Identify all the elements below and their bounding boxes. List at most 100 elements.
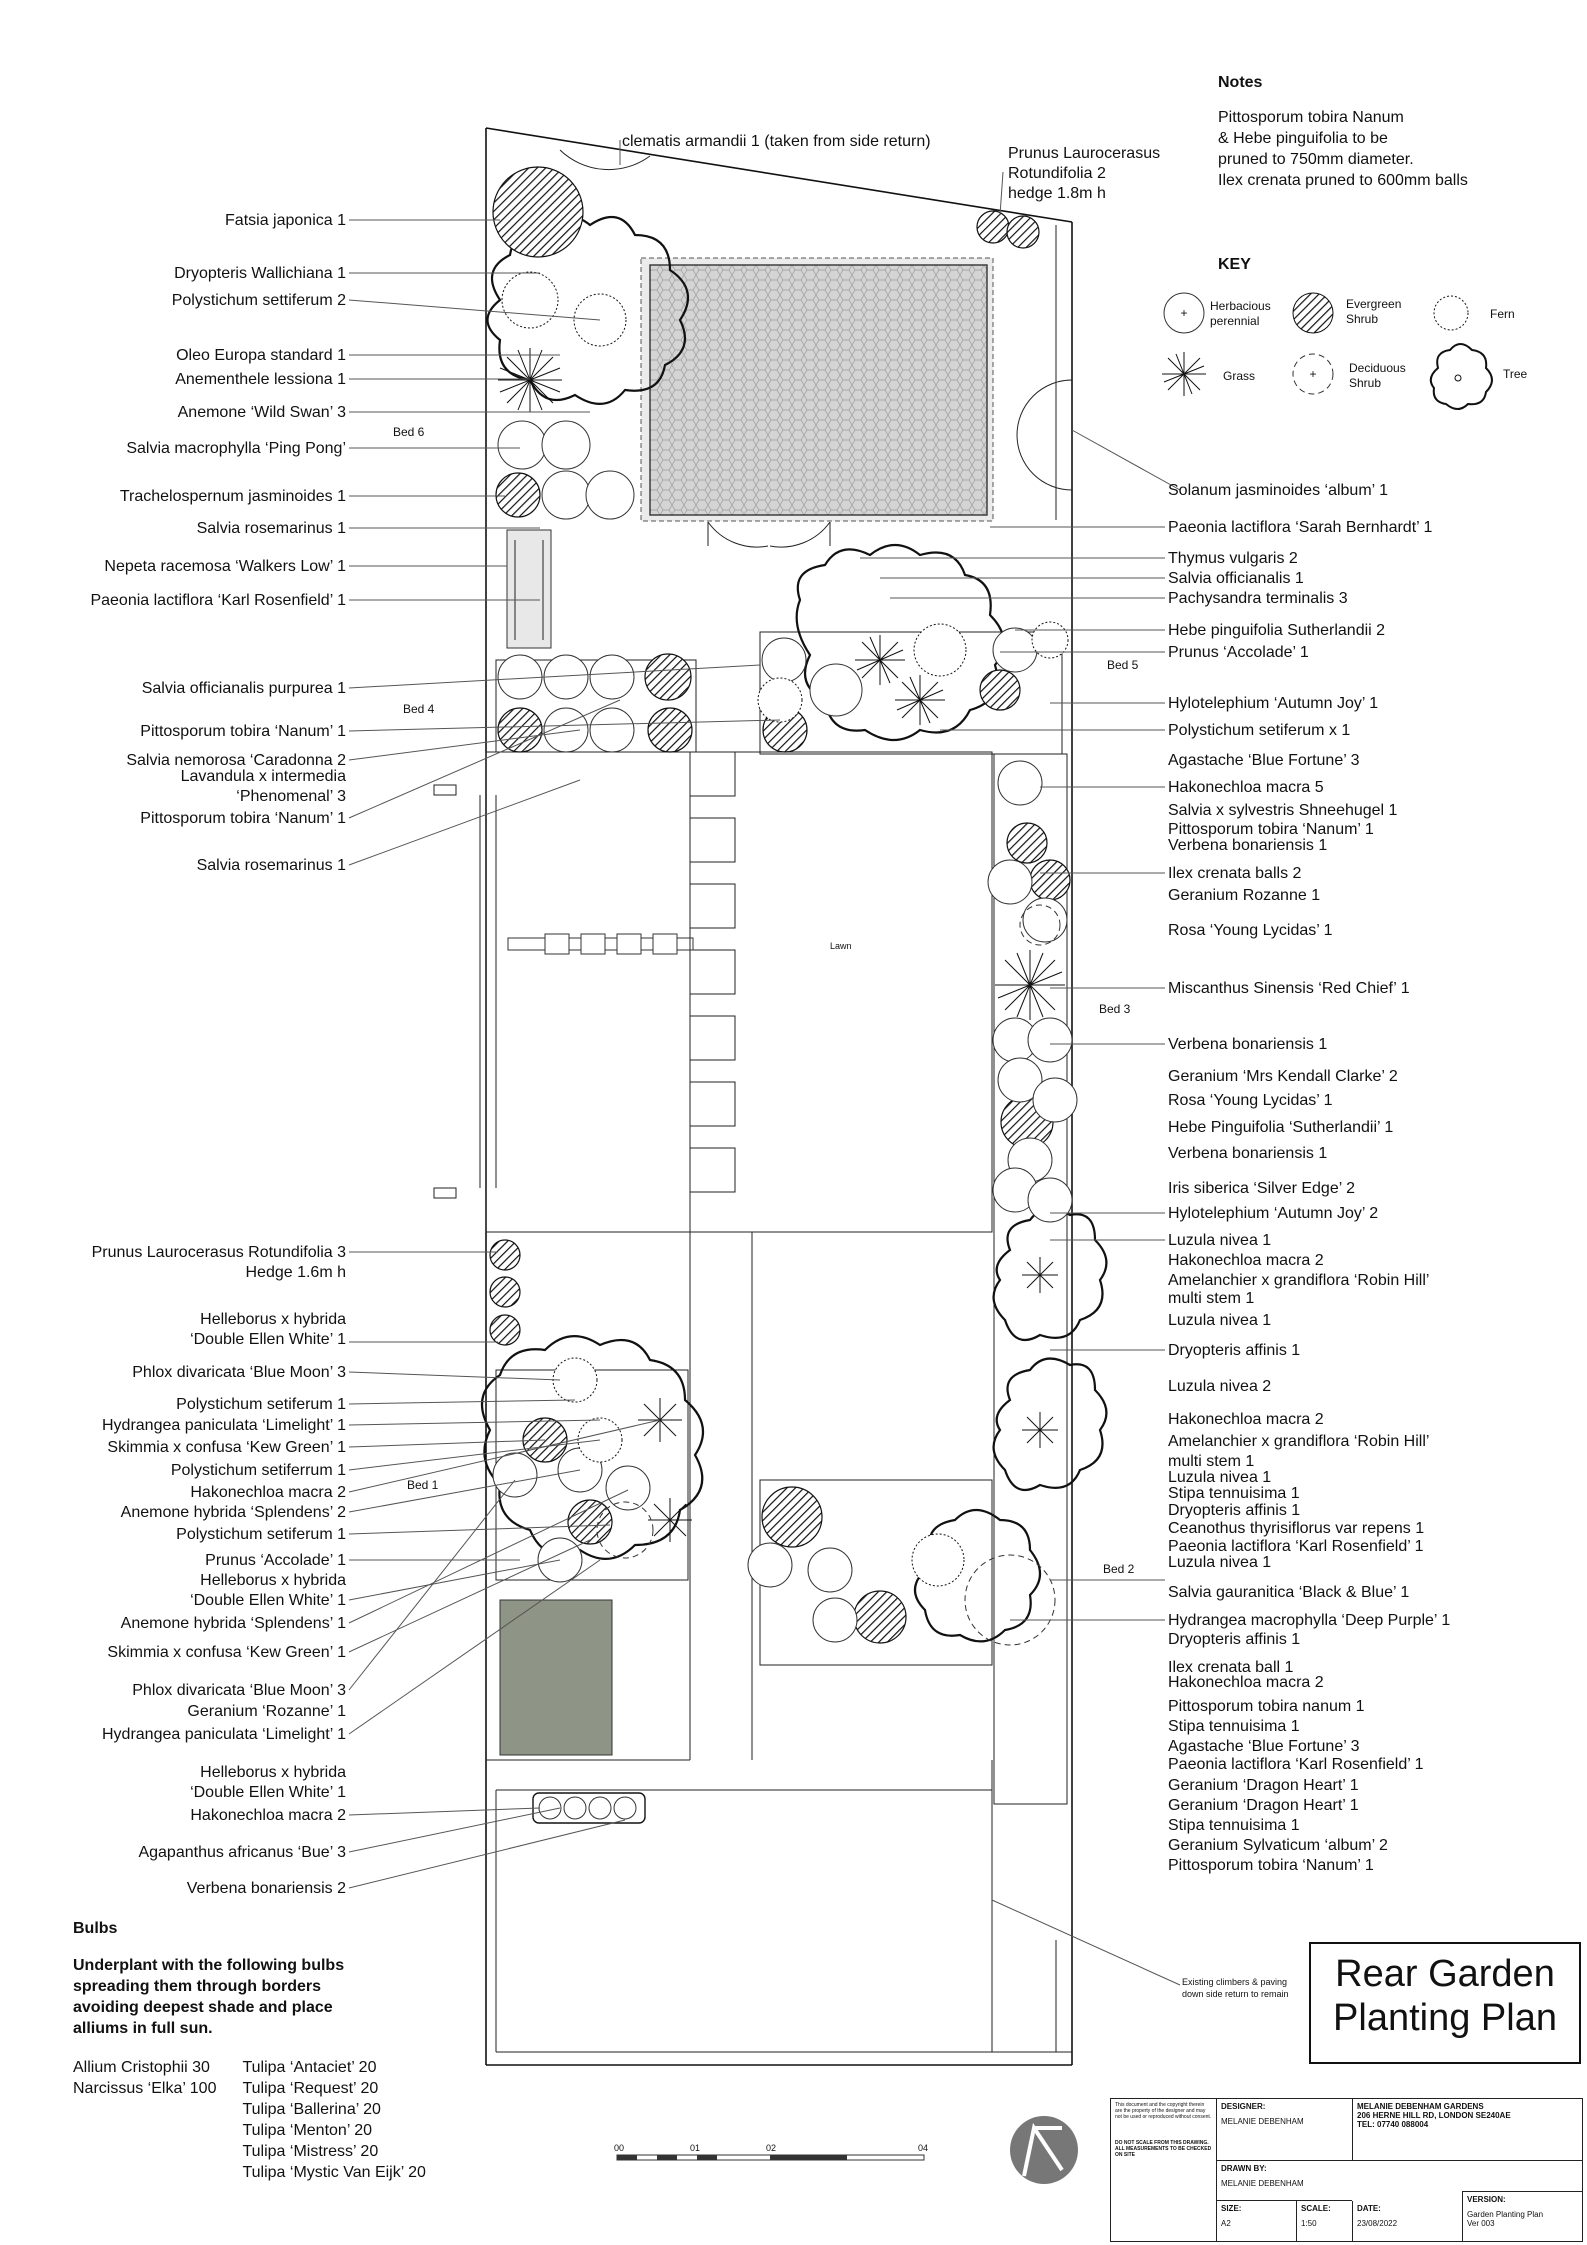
plant-label: ‘Double Ellen White’ 1 (190, 1592, 346, 1609)
laurel-label-1: Prunus Laurocerasus (1008, 145, 1160, 162)
plant-label: Phlox divaricata ‘Blue Moon’ 3 (132, 1364, 346, 1381)
version-value: Garden Planting Plan (1467, 2210, 1544, 2219)
plant-label: Anemone hybrida ‘Splendens’ 2 (121, 1504, 346, 1521)
plant-label: Dryopteris affinis 1 (1168, 1502, 1300, 1519)
svg-text:+: + (1180, 306, 1187, 320)
key-label: perennial (1210, 314, 1259, 328)
scale-bar: 00 01 02 04 (614, 2143, 928, 2161)
plant-label: ‘Phenomenal’ 3 (236, 788, 346, 805)
plant-label: Stipa tennuisima 1 (1168, 1817, 1300, 1834)
plant-label: Agastache ‘Blue Fortune’ 3 (1168, 1738, 1360, 1755)
north-arrow-icon (1010, 2116, 1078, 2184)
plant-label: Helleborus x hybrida (200, 1572, 346, 1589)
bulb-item: Tulipa ‘Antaciet’ 20 (242, 2059, 377, 2076)
tree-symbol (1429, 343, 1493, 410)
bed-label: Bed 5 (1107, 658, 1139, 672)
title-block: This document and the copyright therein … (1110, 2098, 1583, 2242)
notes-line: pruned to 750mm diameter. (1218, 151, 1414, 168)
plant-label: Paeonia lactiflora ‘Karl Rosenfield’ 1 (1168, 1756, 1424, 1773)
evergreen-shrub-symbol (1292, 292, 1334, 334)
key-symbols: + Herbacious perennial Evergreen Shrub F… (1162, 292, 1528, 410)
plant-label: Pittosporum tobira ‘Nanum’ 1 (140, 723, 346, 740)
bulb-item: Tulipa ‘Menton’ 20 (242, 2122, 373, 2139)
plant-label: Rosa ‘Young Lycidas’ 1 (1168, 1092, 1333, 1109)
plant-label: Pittosporum tobira ‘Nanum’ 1 (1168, 1857, 1374, 1874)
drawn-by-value: MELANIE DEBENHAM (1221, 2179, 1304, 2188)
plant-label: Salvia gauranitica ‘Black & Blue’ 1 (1168, 1584, 1409, 1601)
company-tel: TEL: 07740 088004 (1357, 2120, 1429, 2129)
plant-label: Lavandula x intermedia (181, 768, 347, 785)
plant-label: Pittosporum tobira nanum 1 (1168, 1698, 1365, 1715)
plant-label: Anementhele lessiona 1 (175, 371, 346, 388)
plant-label: Geranium Sylvaticum ‘album’ 2 (1168, 1837, 1388, 1854)
plant-label: Geranium Rozanne 1 (1168, 887, 1320, 904)
fern-symbol (1433, 295, 1469, 331)
plant-label: Salvia rosemarinus 1 (197, 857, 347, 874)
plant-label: Fatsia japonica 1 (225, 212, 346, 229)
plant-label: Polystichum setiferum x 1 (1168, 722, 1350, 739)
plant-label: Paeonia lactiflora ‘Sarah Bernhardt’ 1 (1168, 519, 1433, 536)
laurel-label-3: hedge 1.8m h (1008, 185, 1106, 202)
grasses (498, 348, 1065, 1542)
disclaimer-text: This document and the copyright therein … (1115, 2102, 1212, 2120)
bulbs-instruction-line: alliums in full sun. (73, 2020, 213, 2037)
plant-label: Pittosporum tobira ‘Nanum’ 1 (140, 810, 346, 827)
plant-label: Salvia x sylvestris Shneehugel 1 (1168, 802, 1398, 819)
plant-label: Hakonechloa macra 2 (190, 1807, 346, 1824)
bulbs-panel: Bulbs Underplant with the following bulb… (73, 1918, 453, 2183)
notes-line: Pittosporum tobira Nanum (1218, 109, 1404, 126)
plant-label: Polystichum setiferum 1 (176, 1396, 346, 1413)
plant-label: Salvia rosemarinus 1 (197, 520, 347, 537)
size-label: SIZE: (1221, 2204, 1242, 2213)
bulbs-heading: Bulbs (73, 1920, 118, 1937)
drawn-by-label: DRAWN BY: (1221, 2164, 1267, 2173)
plant-label: ‘Double Ellen White’ 1 (190, 1331, 346, 1348)
evergreen-shrubs (489, 166, 1071, 1644)
plant-label: Salvia nemorosa ‘Caradonna 2 (126, 752, 346, 769)
plant-label: Hylotelephium ‘Autumn Joy’ 1 (1168, 695, 1378, 712)
notes-heading: Notes (1218, 74, 1263, 91)
plant-label: Geranium ‘Dragon Heart’ 1 (1168, 1777, 1359, 1794)
plant-label: Helleborus x hybrida (200, 1764, 346, 1781)
designer-value: MELANIE DEBENHAM (1221, 2117, 1304, 2126)
scale-tick-label: 01 (690, 2143, 700, 2153)
plant-label: Salvia officianalis purpurea 1 (142, 680, 346, 697)
plant-label: Hakonechloa macra 2 (1168, 1252, 1324, 1269)
side-return-note-1: Existing climbers & paving (1182, 1977, 1287, 1987)
plant-label: Dryopteris Wallichiana 1 (174, 265, 346, 282)
notes-line: Ilex crenata pruned to 600mm balls (1218, 172, 1468, 189)
plant-label: Hydrangea paniculata ‘Limelight’ 1 (102, 1417, 346, 1434)
plant-label: Oleo Europa standard 1 (176, 347, 346, 364)
plant-label: Paeonia lactiflora ‘Karl Rosenfield’ 1 (1168, 1538, 1424, 1555)
plant-label: Prunus Laurocerasus Rotundifolia 3 (92, 1244, 346, 1261)
key-label: Evergreen (1346, 297, 1401, 311)
key-label: Deciduous (1349, 361, 1406, 375)
scale-note: DO NOT SCALE FROM THIS DRAWING. ALL MEAS… (1115, 2140, 1212, 2158)
plant-label: Polystichum settiferum 2 (172, 292, 346, 309)
bulbs-column-2: Tulipa ‘Antaciet’ 20 Tulipa ‘Request’ 20… (242, 2057, 425, 2183)
plant-label: ‘Double Ellen White’ 1 (190, 1784, 346, 1801)
plant-label: Hydrangea macrophylla ‘Deep Purple’ 1 (1168, 1612, 1450, 1629)
key-label: Herbacious (1210, 299, 1271, 313)
bed-label: Bed 4 (403, 702, 435, 716)
bulb-item: Tulipa ‘Ballerina’ 20 (242, 2101, 381, 2118)
title-line: Rear Garden (1335, 1953, 1555, 1995)
plant-label: Ilex crenata ball 1 (1168, 1659, 1294, 1676)
bulb-item: Tulipa ‘Mystic Van Eijk’ 20 (242, 2164, 426, 2181)
designer-label: DESIGNER: (1221, 2102, 1266, 2111)
plant-label: Verbena bonariensis 1 (1168, 1145, 1327, 1162)
plant-label: Hakonechloa macra 5 (1168, 779, 1324, 796)
key-label: Shrub (1349, 376, 1381, 390)
plant-label: Agapanthus africanus ‘Bue’ 3 (138, 1844, 346, 1861)
plant-label: Hedge 1.6m h (245, 1264, 346, 1281)
plant-label: Rosa ‘Young Lycidas’ 1 (1168, 922, 1333, 939)
plant-label: Ceanothus thyrisiflorus var repens 1 (1168, 1520, 1424, 1537)
plant-label: Skimmia x confusa ‘Kew Green’ 1 (107, 1439, 346, 1456)
company-name: MELANIE DEBENHAM GARDENS (1357, 2102, 1484, 2111)
plant-label: Prunus ‘Accolade’ 1 (205, 1552, 346, 1569)
scale-tick-label: 00 (614, 2143, 624, 2153)
company-address: 206 HERNE HILL RD, LONDON SE240AE (1357, 2111, 1511, 2120)
plant-label: Anemone ‘Wild Swan’ 3 (178, 404, 346, 421)
